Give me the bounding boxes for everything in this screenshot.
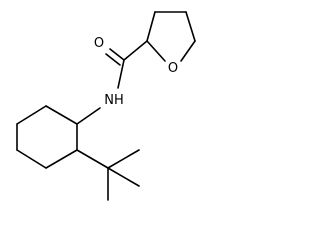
bond-thf-carbonyl bbox=[123, 40, 148, 61]
thf-bond-c4-c5 bbox=[185, 11, 196, 42]
bond-ring-quaternary-carbon bbox=[76, 149, 109, 169]
carbonyl-double-bond-a bbox=[109, 48, 125, 61]
cyclohexane-bond-3 bbox=[16, 149, 47, 169]
ring-oxygen-label: O bbox=[168, 61, 178, 76]
cyclohexane-bond-2 bbox=[45, 149, 78, 169]
tert-butyl-methyl-right bbox=[107, 167, 140, 187]
cyclohexane-bond-5 bbox=[16, 105, 47, 125]
bond-nitrogen-cyclohexyl bbox=[76, 107, 101, 125]
bond-carbonyl-nitrogen bbox=[117, 59, 125, 89]
tert-butyl-methyl-up bbox=[107, 149, 140, 169]
cyclohexane-bond-6 bbox=[45, 105, 78, 125]
chemical-structure-diagram: O O NH bbox=[16, 11, 196, 201]
thf-bond-o-c2 bbox=[146, 40, 166, 62]
amide-nitrogen-label: NH bbox=[104, 93, 124, 108]
thf-bond-c2-c3 bbox=[146, 11, 156, 42]
thf-bond-c5-o bbox=[180, 40, 196, 62]
carbonyl-double-bond-b bbox=[105, 53, 121, 66]
carbonyl-oxygen-label: O bbox=[94, 36, 104, 51]
